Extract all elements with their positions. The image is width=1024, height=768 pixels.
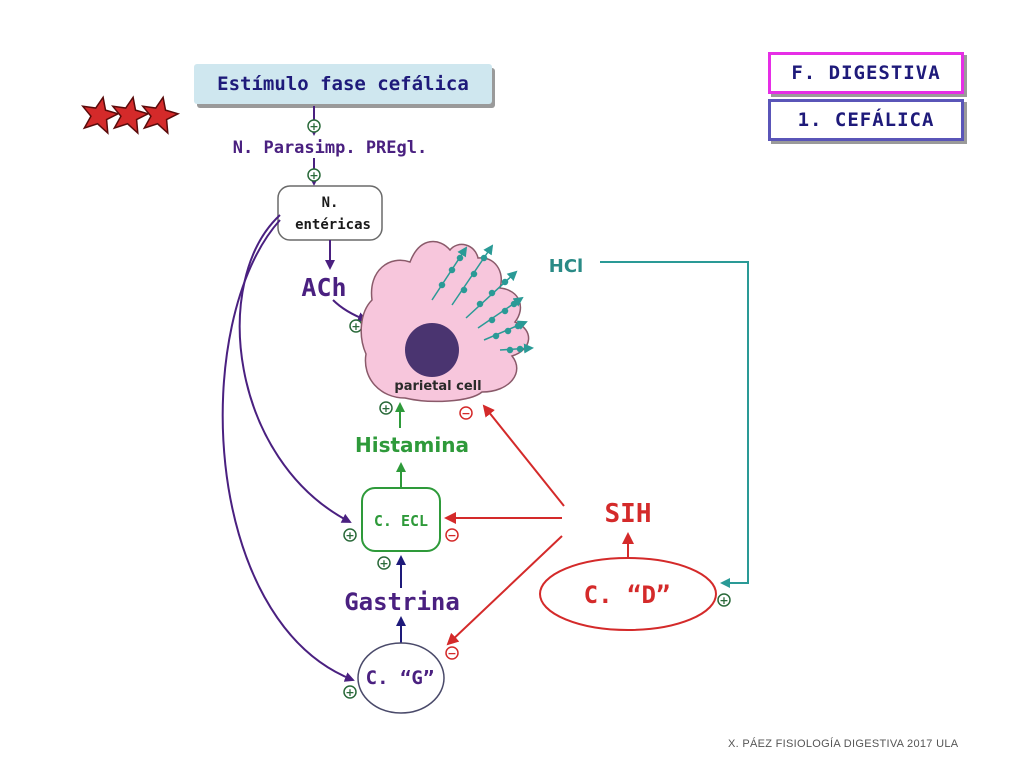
minus-sign-text: − xyxy=(447,647,456,660)
plus-sign-text: + xyxy=(379,557,388,570)
label-parasymp: N. Parasimp. PREgl. xyxy=(233,138,427,158)
plus-sign-icon xyxy=(307,119,321,133)
plus-sign-text: + xyxy=(381,402,390,415)
stimulus-text: Estímulo fase cefálica xyxy=(217,73,469,95)
footer-credit: X. PÁEZ FISIOLOGÍA DIGESTIVA 2017 ULA xyxy=(728,738,959,750)
minus-sign-icon xyxy=(445,528,459,542)
arrow-ach-to-parietal xyxy=(332,299,368,322)
label-ecl: C. ECL xyxy=(374,512,428,530)
plus-sign-text: + xyxy=(719,594,728,607)
label-sih: SIH xyxy=(605,499,652,529)
minus-sign-text: − xyxy=(447,529,456,542)
plus-sign-text: + xyxy=(309,169,318,182)
label-hcl: HCl xyxy=(549,256,583,277)
stimulus-box: Estímulo fase cefálica xyxy=(194,64,492,104)
plus-sign-icon xyxy=(343,685,357,699)
label-ach: ACh xyxy=(301,273,346,302)
label-d-cell: C. “D” xyxy=(584,581,671,609)
plus-sign-icon xyxy=(377,556,391,570)
parietal-cell-body xyxy=(360,240,530,403)
arrow-sih-to-parietal xyxy=(482,404,565,507)
ecl-cell-box xyxy=(361,487,441,552)
canaliculi-icon xyxy=(431,244,534,354)
label-gastrina: Gastrina xyxy=(344,588,460,616)
arrow-hcl-to-d-cell xyxy=(600,261,749,588)
d-cell-ellipse xyxy=(539,557,717,631)
arrow-enteric-to-ecl xyxy=(238,214,352,523)
section-tag-cefalica-text: 1. CEFÁLICA xyxy=(797,109,935,131)
minus-sign-icon xyxy=(445,646,459,660)
plus-sign-text: + xyxy=(345,686,354,699)
plus-sign-icon xyxy=(379,401,393,415)
plus-sign-text: + xyxy=(351,320,360,333)
arrow-sih-to-g-cell xyxy=(446,535,563,646)
plus-sign-icon xyxy=(343,528,357,542)
parietal-cell-nucleus xyxy=(405,323,459,377)
minus-sign-text: − xyxy=(461,407,470,420)
label-enteric-line2: entéricas xyxy=(295,217,371,233)
label-parietal-cell: parietal cell xyxy=(394,379,481,394)
label-enteric-line1: N. xyxy=(322,195,339,211)
label-histamina: Histamina xyxy=(355,433,469,457)
section-tag-digestiva: F. DIGESTIVA xyxy=(768,52,964,94)
plus-sign-icon xyxy=(717,593,731,607)
label-g-cell: C. “G” xyxy=(366,667,435,689)
plus-sign-text: + xyxy=(309,120,318,133)
section-tag-cefalica: 1. CEFÁLICA xyxy=(768,99,964,141)
plus-sign-text: + xyxy=(345,529,354,542)
plus-sign-icon xyxy=(307,168,321,182)
parietal-cell: parietal cell xyxy=(360,240,534,403)
section-tag-digestiva-text: F. DIGESTIVA xyxy=(791,62,941,84)
minus-sign-icon xyxy=(459,406,473,420)
g-cell-circle xyxy=(357,642,445,714)
arrow-enteric-to-g-cell xyxy=(221,219,355,682)
emphasis-stars-icon xyxy=(81,95,181,135)
